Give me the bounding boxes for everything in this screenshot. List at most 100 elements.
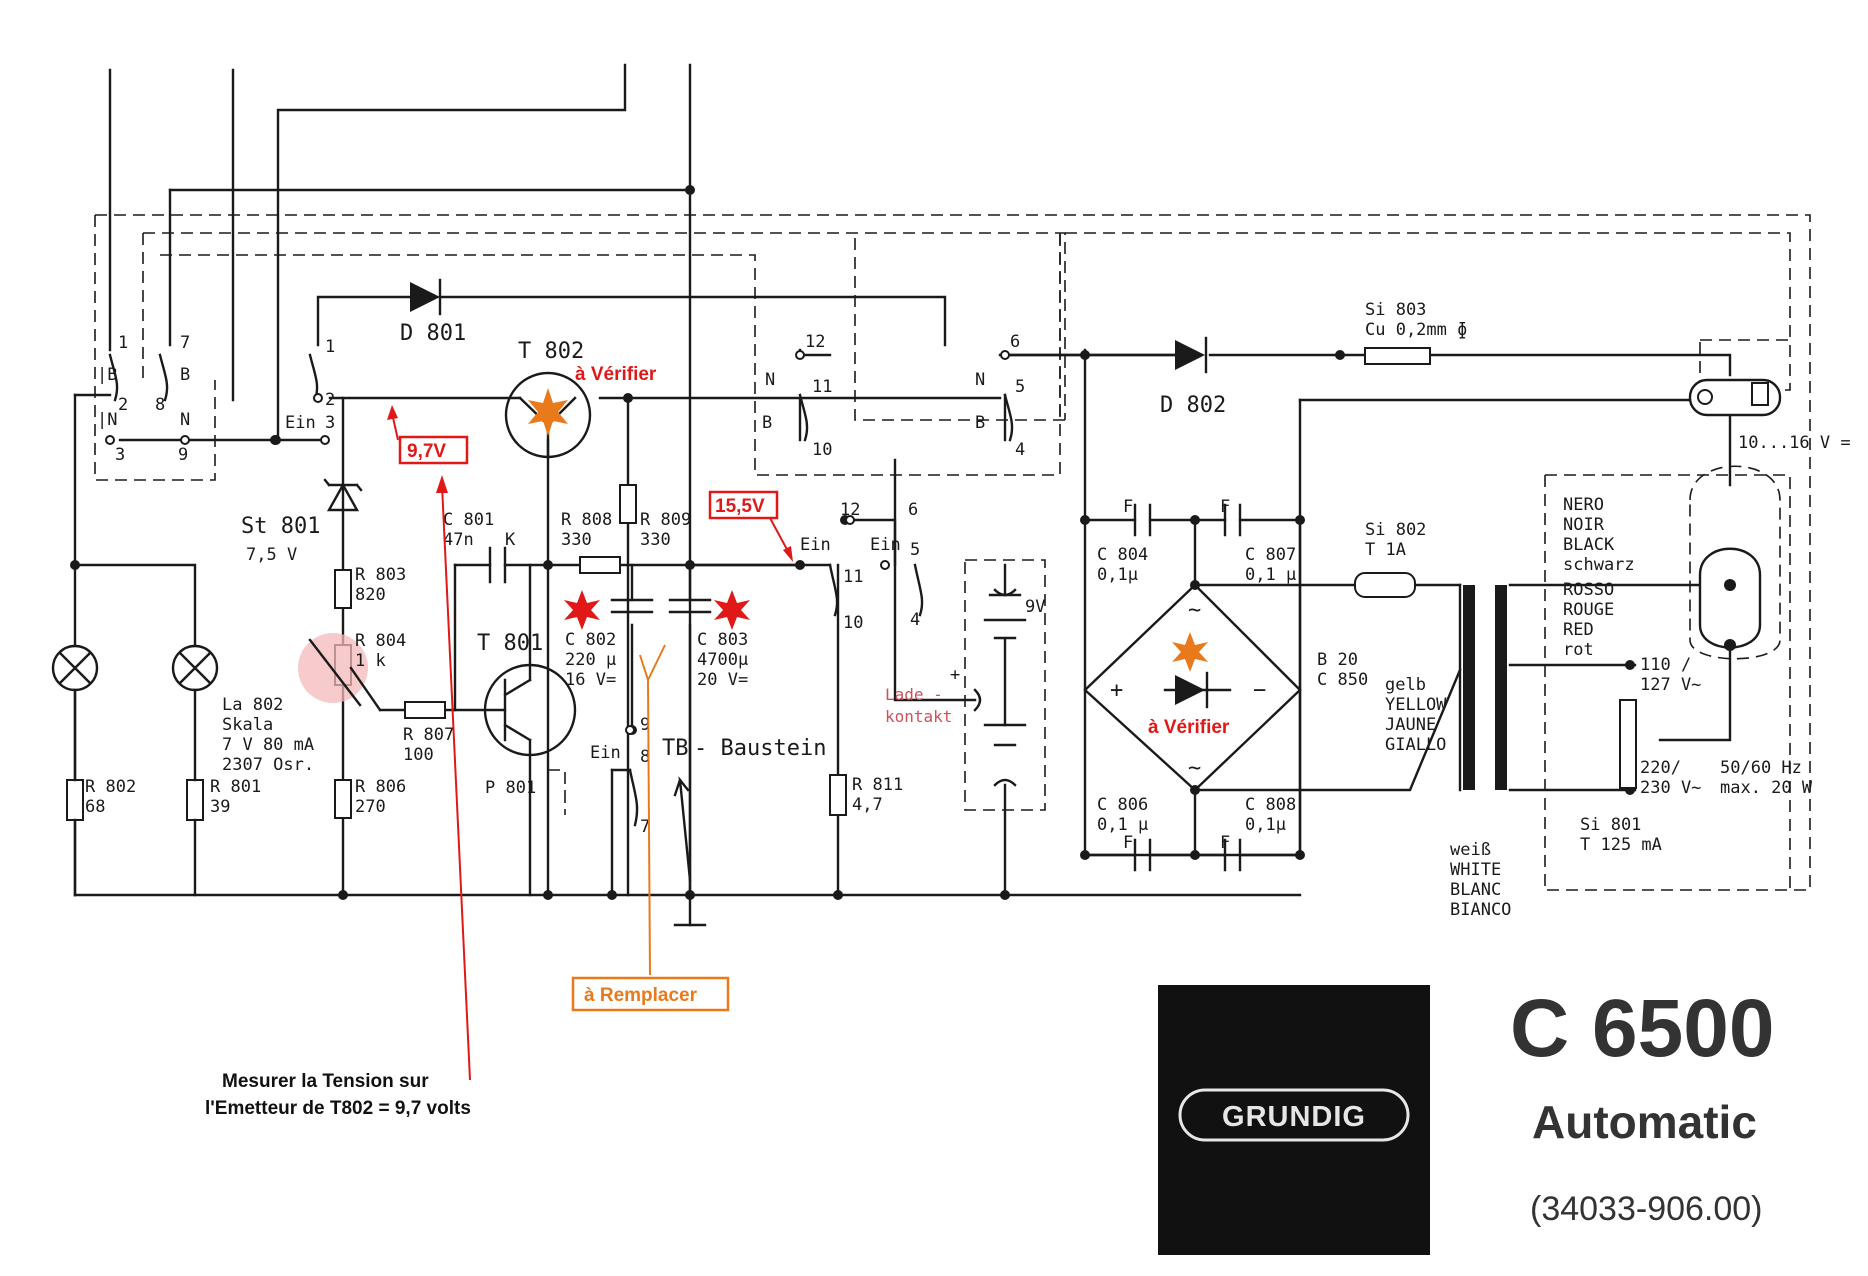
svg-text:0,1 µ: 0,1 µ (1245, 565, 1296, 585)
svg-text:N: N (765, 370, 775, 390)
fuses (1354, 347, 1637, 789)
svg-text:4: 4 (910, 610, 920, 630)
lamp-2 (171, 644, 219, 692)
pin-numbers: 1 2 3 7 8 9 1 2 3 12 11 10 6 5 4 12 6 11… (115, 332, 1025, 837)
annotation-15-5v: 15,5V (708, 490, 793, 562)
svg-text:+: + (950, 665, 960, 685)
svg-text:R 811: R 811 (852, 775, 903, 795)
svg-text:GIALLO: GIALLO (1385, 735, 1446, 755)
svg-text:R 803: R 803 (355, 565, 406, 585)
svg-text:C 806: C 806 (1097, 795, 1148, 815)
svg-text:à Vérifier: à Vérifier (1148, 717, 1230, 738)
svg-text:1 k: 1 k (355, 651, 386, 671)
model-title: C 6500 (1510, 983, 1774, 1074)
svg-text:l'Emetteur de T802 = 9,7 volts: l'Emetteur de T802 = 9,7 volts (205, 1098, 471, 1119)
p801-outline (548, 769, 566, 815)
wires (73, 63, 1732, 927)
svg-text:7: 7 (640, 817, 650, 837)
svg-text:YELLOW: YELLOW (1385, 695, 1447, 715)
svg-text:3: 3 (115, 445, 125, 465)
lamp-wire-2 (73, 688, 197, 897)
svg-text:2: 2 (325, 390, 335, 410)
svg-text:220/: 220/ (1640, 758, 1681, 778)
svg-text:2307 Osr.: 2307 Osr. (222, 755, 314, 775)
svg-text:Mesurer la Tension sur: Mesurer la Tension sur (222, 1071, 429, 1092)
svg-text:4700µ: 4700µ (697, 650, 748, 670)
svg-text:C 808: C 808 (1245, 795, 1296, 815)
svg-text:9: 9 (178, 445, 188, 465)
svg-text:GRUNDIG: GRUNDIG (1222, 1101, 1366, 1133)
svg-text:ROSSO: ROSSO (1563, 580, 1614, 600)
svg-text:C 804: C 804 (1097, 545, 1148, 565)
junction-dots (70, 185, 1635, 900)
svg-text:9: 9 (640, 715, 650, 735)
svg-text:R 806: R 806 (355, 777, 406, 797)
svg-text:weiß: weiß (1450, 840, 1491, 860)
svg-text:0,1µ: 0,1µ (1245, 815, 1286, 835)
annotation-verify-t802: à Vérifier (528, 364, 657, 436)
svg-text:2: 2 (118, 395, 128, 415)
svg-text:R 809: R 809 (640, 510, 691, 530)
svg-text:Ein: Ein (285, 413, 316, 433)
svg-text:C 803: C 803 (697, 630, 748, 650)
svg-text:ROUGE: ROUGE (1563, 600, 1614, 620)
lade-kontakt (973, 688, 982, 712)
svg-text:JAUNE: JAUNE (1385, 715, 1436, 735)
transistor-t801 (483, 663, 577, 757)
diode-d801 (410, 278, 442, 316)
svg-text:5: 5 (910, 540, 920, 560)
annotation-9-7v: 9,7V (387, 405, 469, 465)
svg-text:B: B (762, 413, 772, 433)
svg-text:F: F (1220, 833, 1230, 853)
svg-text:~: ~ (1188, 598, 1201, 623)
svg-text:C 801: C 801 (443, 510, 494, 530)
svg-text:3: 3 (325, 413, 335, 433)
svg-text:gelb: gelb (1385, 675, 1426, 695)
r804-wiper (308, 638, 382, 712)
svg-text:R 807: R 807 (403, 725, 454, 745)
svg-text:1: 1 (325, 337, 335, 357)
svg-text:kontakt: kontakt (885, 707, 952, 726)
svg-text:D 802: D 802 (1160, 393, 1226, 418)
svg-text:D 801: D 801 (400, 321, 466, 346)
svg-text:20 V=: 20 V= (697, 670, 748, 690)
svg-text:La 802: La 802 (222, 695, 283, 715)
svg-text:à Vérifier: à Vérifier (575, 364, 657, 385)
svg-text:220 µ: 220 µ (565, 650, 616, 670)
svg-text:1: 1 (118, 333, 128, 353)
svg-text:9V: 9V (1025, 597, 1045, 617)
svg-text:C 802: C 802 (565, 630, 616, 650)
switch-contacts (105, 350, 1014, 827)
svg-text:|N: |N (97, 410, 117, 430)
svg-text:6: 6 (908, 500, 918, 520)
svg-text:−: − (1253, 678, 1266, 703)
svg-text:T 125 mA: T 125 mA (1580, 835, 1662, 855)
svg-text:Ein: Ein (870, 535, 901, 555)
svg-text:8: 8 (155, 395, 165, 415)
battery (983, 588, 1027, 787)
svg-text:NERO: NERO (1563, 495, 1604, 515)
svg-text:8: 8 (640, 747, 650, 767)
svg-text:F: F (1123, 833, 1133, 853)
annotation-replace: à Remplacer (571, 644, 730, 1012)
svg-text:P 801: P 801 (485, 778, 536, 798)
svg-text:R 802: R 802 (85, 777, 136, 797)
svg-text:BLACK: BLACK (1563, 535, 1615, 555)
svg-text:~: ~ (1188, 756, 1201, 781)
svg-text:15,5V: 15,5V (715, 496, 765, 517)
lamp-wire (73, 563, 197, 647)
svg-text:N: N (180, 410, 190, 430)
svg-text:10...16 V =: 10...16 V = (1738, 433, 1851, 453)
svg-text:16 V=: 16 V= (565, 670, 616, 690)
svg-text:Ein: Ein (800, 535, 831, 555)
svg-text:39: 39 (210, 797, 230, 817)
svg-text:TB: TB (662, 736, 689, 761)
svg-text:R 801: R 801 (210, 777, 261, 797)
zener-st801 (323, 478, 363, 512)
svg-text:St 801: St 801 (241, 514, 320, 539)
svg-text:4,7: 4,7 (852, 795, 883, 815)
component-labels: D 801 D 802 T 802 T 801 St 801 7,5 V R 8… (85, 300, 1851, 920)
svg-text:Skala: Skala (222, 715, 273, 735)
svg-text:T 802: T 802 (518, 339, 584, 364)
